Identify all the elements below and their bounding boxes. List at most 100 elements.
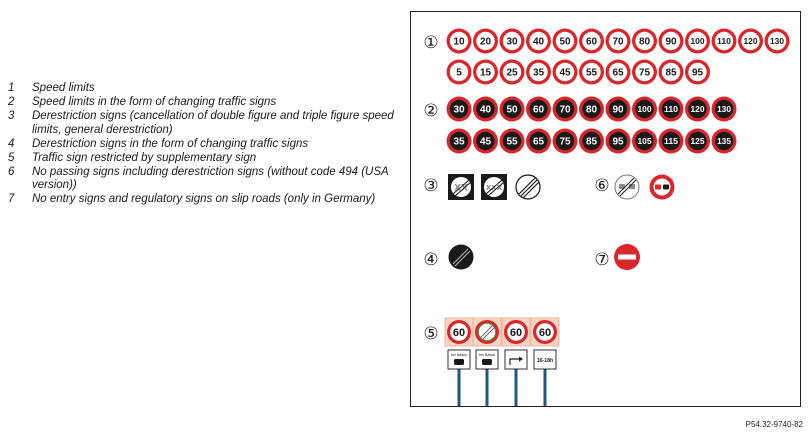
speed-limit-sign: 55 [499, 128, 525, 154]
speed-limit-value: 120 [691, 105, 706, 114]
speed-limit-value: 130 [717, 105, 732, 114]
speed-limit-sign: 50 [552, 28, 578, 54]
supplementary-sign-assembly: bei Nässe [472, 317, 502, 406]
speed-limit-value: 135 [717, 137, 732, 146]
speed-limit-value: 85 [665, 68, 677, 79]
speed-limit-sign: 60 [504, 320, 528, 344]
derestriction-xx-label: XX [454, 184, 468, 194]
speed-limit-value: 100 [691, 37, 706, 46]
speed-limit-sign: 130 [764, 28, 790, 54]
speed-limit-sign: 20 [473, 28, 498, 54]
speed-limit-value: 35 [453, 137, 465, 148]
legend-number: 7 [8, 193, 15, 205]
speed-limit-value: 115 [664, 137, 679, 146]
legend-text: Traffic sign restricted by supplementary… [32, 151, 257, 164]
legend-number: 2 [8, 96, 15, 108]
sign-post [485, 368, 489, 406]
changing-derestriction-sign [448, 244, 474, 270]
group-marker-2: ② [423, 101, 438, 121]
speed-limit-value: 95 [692, 68, 704, 79]
group-marker-3: ③ [423, 176, 438, 196]
speed-limit-sign: 85 [579, 128, 604, 154]
speed-limit-value: 25 [506, 68, 518, 79]
group-marker-1: ① [423, 33, 438, 53]
speed-limit-sign: 80 [632, 28, 657, 54]
car-icon [482, 359, 492, 365]
speed-limit-sign: 30 [446, 96, 472, 122]
legend-number: 5 [8, 151, 15, 164]
legend-item: 5 Traffic sign restricted by supplementar… [8, 152, 403, 166]
speed-limit-value: 105 [638, 137, 653, 146]
speed-limit-signs-row2: 5 15 25 35 45 55 65 75 85 95 [446, 59, 710, 85]
speed-limit-value: 110 [664, 105, 679, 114]
speed-limit-value: 55 [586, 68, 598, 79]
speed-limit-value: 60 [533, 105, 545, 116]
speed-limit-sign: 15 [473, 59, 498, 85]
speed-limit-sign: 90 [658, 28, 684, 54]
supplementary-plate [533, 349, 557, 370]
speed-limit-value: 110 [717, 37, 732, 46]
speed-limit-value: 125 [691, 137, 706, 146]
figure-code: P54.32-9740-82 [745, 420, 803, 429]
legend-number: 1 [8, 82, 15, 94]
legend-item: 6 No passing signs including derestrictio… [8, 166, 403, 193]
group-marker-7: ⑦ [594, 250, 609, 270]
speed-limit-sign: 45 [552, 59, 578, 85]
speed-limit-value: 35 [533, 68, 545, 79]
speed-limit-sign: 65 [526, 128, 551, 154]
group-marker-4: ④ [423, 250, 438, 270]
speed-limit-value: 20 [480, 37, 492, 48]
speed-limit-sign: 5 [446, 59, 472, 85]
speed-limit-sign: 70 [605, 28, 631, 54]
legend-number: 3 [8, 110, 15, 122]
speed-limit-sign: 100 [632, 96, 657, 122]
speed-limit-sign: 75 [552, 128, 578, 154]
speed-limit-value: 75 [559, 137, 571, 148]
speed-limit-value: 60 [539, 327, 551, 339]
legend-text: No passing signs including derestriction… [32, 165, 389, 192]
speed-limit-value: 55 [506, 137, 518, 148]
speed-limit-value: 60 [586, 37, 598, 48]
speed-limit-value: 60 [453, 327, 465, 339]
speed-limit-value: 40 [480, 105, 492, 116]
speed-limit-sign: 110 [711, 28, 737, 54]
speed-limit-value: 80 [639, 37, 651, 48]
speed-limit-sign: 50 [499, 96, 525, 122]
speed-limit-value: 120 [744, 37, 759, 46]
speed-limit-sign: 120 [738, 28, 763, 54]
speed-limit-value: 90 [612, 105, 624, 116]
derestriction-xx-sign: XX [448, 174, 474, 200]
legend-item: 3 Derestriction signs (cancellation of do… [8, 110, 403, 137]
speed-limit-value: 40 [533, 37, 545, 48]
turn-arrow-icon [509, 358, 520, 365]
no-entry-sign [614, 244, 640, 270]
plate-text: bei Nässe [451, 353, 467, 357]
speed-limit-sign: 90 [605, 96, 631, 122]
speed-limit-value: 80 [586, 105, 598, 116]
legend-number: 6 [8, 165, 15, 178]
legend-text: No entry signs and regulatory signs on s… [32, 193, 376, 205]
sign-post [543, 368, 547, 406]
speed-limit-sign: 105 [632, 128, 657, 154]
general-derestriction-sign [515, 174, 541, 200]
speed-limit-sign: 75 [632, 59, 657, 85]
speed-limit-value: 45 [480, 137, 492, 148]
speed-limit-value: 70 [612, 37, 624, 48]
speed-limit-sign: 95 [605, 128, 631, 154]
speed-limit-value: 65 [612, 68, 624, 79]
speed-limit-value: 5 [456, 68, 462, 79]
legend-text: Derestriction signs (cancellation of dou… [32, 110, 394, 136]
no-passing-sign [649, 174, 675, 200]
speed-limit-value: 85 [586, 137, 598, 148]
speed-limit-sign: 55 [579, 59, 604, 85]
no-passing-end-sign [614, 174, 640, 200]
changing-speed-signs-row2: 35 45 55 65 75 85 95 105 115 125 135 [446, 128, 737, 154]
speed-limit-value: 60 [510, 327, 522, 339]
sign-post [457, 368, 461, 406]
